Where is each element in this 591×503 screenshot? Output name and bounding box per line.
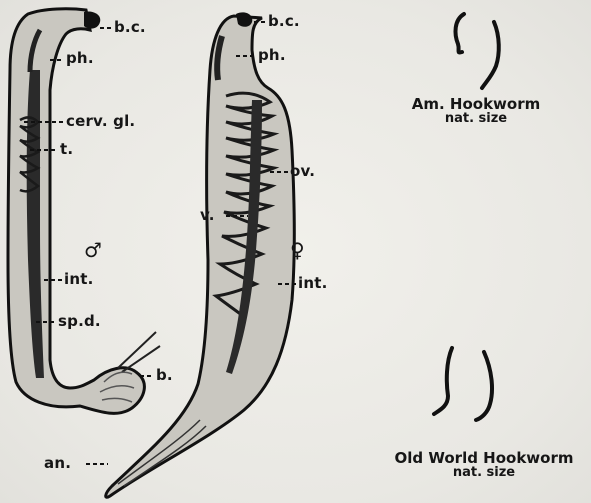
caption-american-hookworm: Am. Hookworm nat. size <box>404 96 548 126</box>
label-spermatic-duct: sp.d. <box>58 314 101 329</box>
male-spicules <box>118 332 160 372</box>
label-anus: an. <box>44 456 71 471</box>
male-symbol: ♂ <box>84 240 102 260</box>
male-buccal-capsule <box>84 11 100 28</box>
caption-am-title: Am. Hookworm <box>404 96 548 112</box>
caption-old-world-hookworm: Old World Hookworm nat. size <box>384 450 584 480</box>
caption-ow-title: Old World Hookworm <box>384 450 584 466</box>
caption-am-sub: nat. size <box>404 112 548 126</box>
old-world-hookworm-nat-size <box>434 348 492 420</box>
female-worm <box>106 12 295 497</box>
caption-ow-sub: nat. size <box>384 466 584 480</box>
label-male-intestine: int. <box>64 272 94 287</box>
label-bursa: b. <box>156 368 173 383</box>
label-vulva: v. <box>200 208 215 223</box>
american-hookworm-nat-size <box>456 14 499 88</box>
label-ovary: ov. <box>290 164 315 179</box>
label-female-buccal-capsule: b.c. <box>268 14 300 29</box>
label-male-pharynx: ph. <box>66 51 94 66</box>
label-testis: t. <box>60 142 73 157</box>
label-cervical-gland: cerv. gl. <box>66 114 135 129</box>
female-body <box>106 16 295 497</box>
male-worm <box>8 9 160 414</box>
label-female-intestine: int. <box>298 276 328 291</box>
female-symbol: ♀ <box>290 240 305 260</box>
label-female-pharynx: ph. <box>258 48 286 63</box>
label-male-buccal-capsule: b.c. <box>114 20 146 35</box>
